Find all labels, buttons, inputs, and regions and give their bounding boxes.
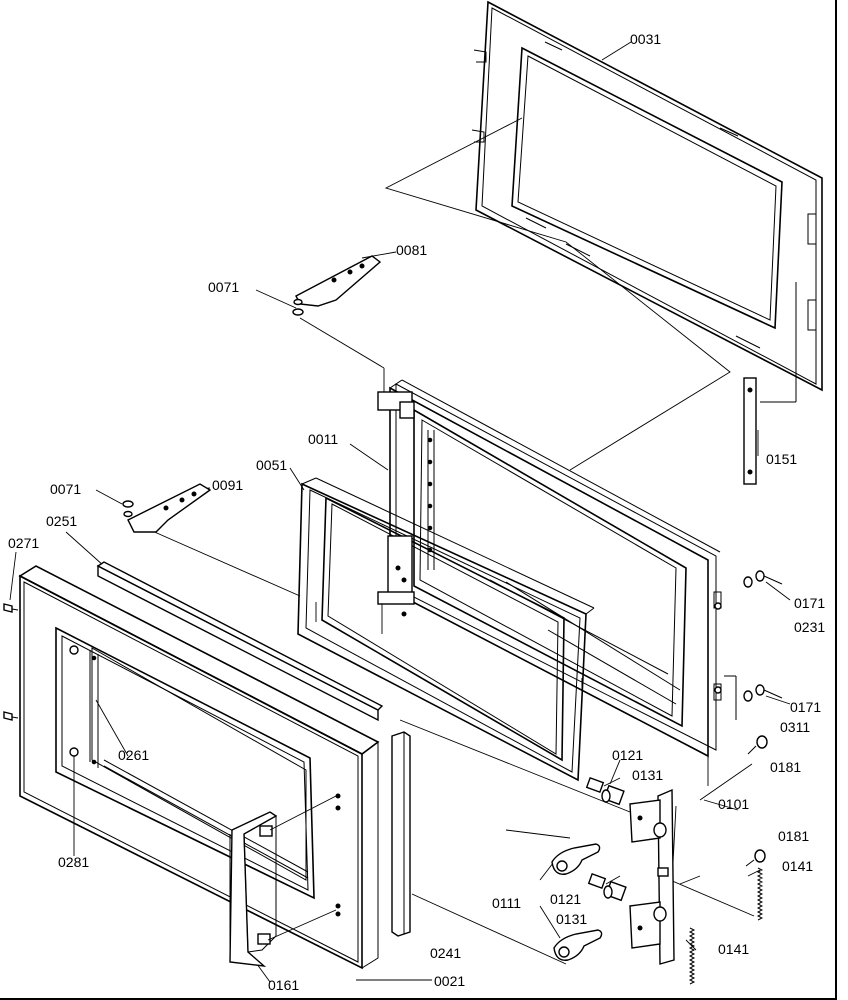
label-0021: 0021 (434, 973, 466, 989)
bottom-border-line (0, 998, 837, 1000)
label-0251: 0251 (46, 513, 78, 529)
part-0081-hinge-bracket (292, 255, 382, 316)
part-0051-choke-frame (297, 477, 595, 782)
label-0111: 0111 (492, 895, 522, 911)
label-0171-lower: 0171 (790, 699, 822, 715)
part-0091-hinge-bracket (122, 483, 212, 533)
part-0241-strip (391, 731, 411, 937)
label-0231: 0231 (794, 619, 826, 635)
label-0311: 0311 (780, 719, 811, 735)
label-0031: 0031 (630, 31, 662, 47)
label-0141-upper: 0141 (782, 858, 814, 874)
part-0161-handle (229, 795, 337, 967)
label-0181-lower: 0181 (778, 828, 810, 844)
label-0151: 0151 (766, 451, 798, 467)
right-border-line (835, 0, 837, 1000)
label-0181-upper: 0181 (770, 759, 802, 775)
label-0121-upper: 0121 (612, 747, 644, 763)
label-0091: 0091 (212, 477, 244, 493)
part-0171-screws (743, 570, 783, 702)
part-0101-latch-plate (629, 788, 675, 965)
label-0011: 0011 (308, 431, 339, 447)
label-0131-upper: 0131 (632, 767, 664, 783)
label-0141-lower: 0141 (718, 941, 750, 957)
label-0281: 0281 (58, 854, 90, 870)
label-0131-lower: 0131 (556, 911, 588, 927)
part-0111-latch-hooks (551, 843, 603, 961)
label-0081: 0081 (396, 242, 428, 258)
label-0261: 0261 (118, 747, 150, 763)
label-0071-top: 0071 (208, 279, 240, 295)
label-0271: 0271 (8, 535, 40, 551)
part-0021-door-frame (18, 565, 380, 970)
label-0161: 0161 (268, 977, 300, 993)
part-0181-screws (745, 735, 768, 867)
label-0071-left: 0071 (50, 481, 82, 497)
part-0031-door-panel (471, 0, 823, 403)
part-0141-springs (688, 867, 764, 985)
part-0271-screws (3, 603, 19, 721)
label-0051: 0051 (256, 457, 288, 473)
label-0171-upper: 0171 (794, 595, 826, 611)
part-0251-strip (96, 561, 384, 722)
label-0101: 0101 (718, 796, 750, 812)
part-0151-bar (743, 377, 757, 485)
label-0241: 0241 (430, 945, 462, 961)
part-0121-0131-pins (585, 777, 627, 902)
label-0121-lower: 0121 (550, 891, 582, 907)
